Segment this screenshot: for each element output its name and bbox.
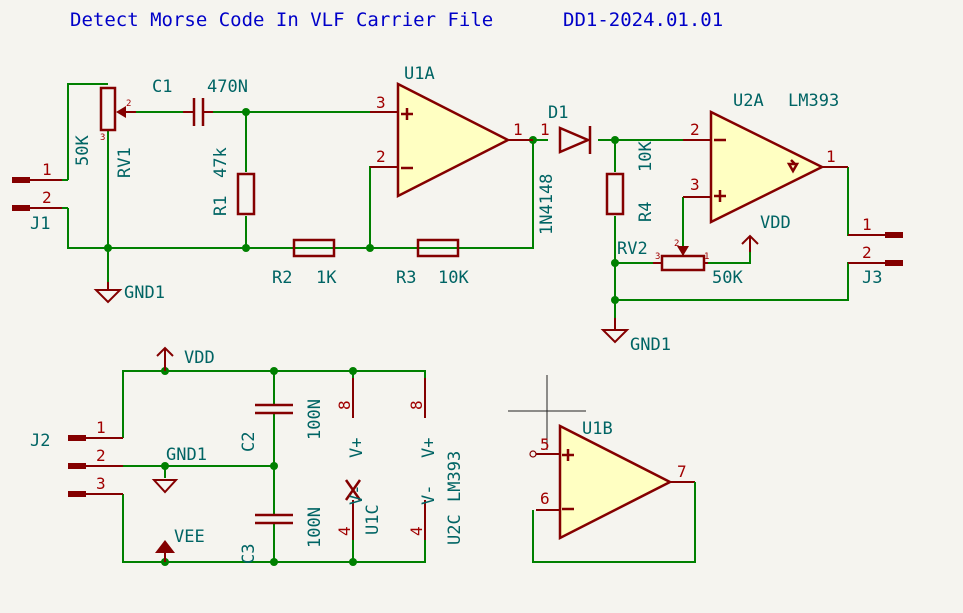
rv2-value: 50K xyxy=(712,268,743,288)
rv1-value: 50K xyxy=(73,135,93,166)
connector-j1[interactable]: 1 2 J1 xyxy=(12,160,62,234)
opamp-u1c-power[interactable]: 8 4 V+ V- U1C xyxy=(335,378,383,540)
u1c-ref: U1C xyxy=(363,504,383,535)
u2a-pin-2: 2 xyxy=(690,120,700,139)
u2c-value: LM393 xyxy=(445,451,465,502)
diode-d1[interactable]: D1 1 1N4148 xyxy=(537,103,592,235)
r4-ref: R4 xyxy=(636,202,656,222)
gnd-label-left: GND1 xyxy=(124,283,165,303)
power-vdd-symbol-top: VDD xyxy=(741,213,791,252)
u1a-pin-2: 2 xyxy=(376,147,386,166)
comparator-u2c-power[interactable]: 8 4 V+ V- U2C LM393 xyxy=(407,378,465,545)
potentiometer-rv1[interactable]: 2 3 50K RV1 xyxy=(73,86,136,178)
c2-ref: C2 xyxy=(239,432,259,452)
u1c-pin-8: 8 xyxy=(335,400,354,410)
u2c-ref: U2C xyxy=(445,514,465,545)
u2a-ref: U2A xyxy=(733,91,764,111)
resistor-r2[interactable]: R2 1K xyxy=(272,238,337,288)
j1-ref: J1 xyxy=(30,214,50,234)
junctions-top xyxy=(104,108,619,304)
rv1-pin-2: 2 xyxy=(126,99,131,109)
power-vdd-symbol-bottom: VDD xyxy=(156,346,215,371)
rv1-pin-3: 3 xyxy=(100,133,105,143)
capacitor-c1[interactable]: C1 470N xyxy=(152,77,248,126)
u1b-pin-6: 6 xyxy=(540,489,550,508)
r2-ref: R2 xyxy=(272,268,292,288)
gnd-symbol-bottom: GND1 xyxy=(151,445,207,494)
rv2-pin-1: 1 xyxy=(704,252,709,262)
c3-ref: C3 xyxy=(239,544,259,564)
j3-pin-1: 1 xyxy=(862,215,872,234)
u2c-pin-4: 4 xyxy=(407,526,426,536)
d1-value: 1N4148 xyxy=(537,174,557,235)
j3-ref: J3 xyxy=(862,268,882,288)
u1a-pin-3: 3 xyxy=(376,93,386,112)
r1-value: 47k xyxy=(211,147,231,178)
u2a-value: LM393 xyxy=(788,91,839,111)
j2-ref: J2 xyxy=(30,431,50,451)
j1-pin-1: 1 xyxy=(42,160,52,179)
u2c-vminus: V- xyxy=(419,485,439,505)
u1b-pin-5: 5 xyxy=(540,435,550,454)
vdd-label-bottom: VDD xyxy=(184,348,215,368)
sheet-doc-id: DD1-2024.01.01 xyxy=(563,9,723,31)
rv2-pin-3: 3 xyxy=(655,252,660,262)
rv2-ref: RV2 xyxy=(617,239,648,259)
u2c-vplus: V+ xyxy=(419,438,439,458)
potentiometer-rv2[interactable]: 2 3 1 RV2 50K xyxy=(617,239,743,288)
u2a-pin-1: 1 xyxy=(826,147,836,166)
junctions-bottom xyxy=(161,367,357,566)
capacitor-c3[interactable]: C3 100N xyxy=(239,507,325,564)
u1a-ref: U1A xyxy=(404,64,435,84)
j2-pin-3: 3 xyxy=(96,474,106,493)
u2a-pin-3: 3 xyxy=(690,175,700,194)
rv1-ref: RV1 xyxy=(115,147,135,178)
r4-value: 10K xyxy=(636,141,656,172)
d1-ref: D1 xyxy=(548,103,568,123)
u1b-pin-7: 7 xyxy=(677,462,687,481)
opamp-u1b[interactable]: 5 6 7 U1B xyxy=(529,419,696,563)
gnd-label-bottom: GND1 xyxy=(166,445,207,465)
j2-pin-2: 2 xyxy=(96,446,106,465)
gnd-symbol-right: GND1 xyxy=(600,318,671,355)
r3-ref: R3 xyxy=(396,268,416,288)
sheet-title: Detect Morse Code In VLF Carrier File xyxy=(70,9,493,31)
j3-pin-2: 2 xyxy=(862,243,872,262)
u1c-vplus: V+ xyxy=(347,438,367,458)
connector-j2[interactable]: 1 2 3 J2 xyxy=(30,418,123,497)
u1b-ref: U1B xyxy=(582,419,613,439)
comparator-u2a[interactable]: 2 3 1 U2A LM393 xyxy=(683,91,848,225)
gnd-label-right: GND1 xyxy=(630,335,671,355)
c1-ref: C1 xyxy=(152,77,172,97)
u1c-vminus: V- xyxy=(347,485,367,505)
connector-j3[interactable]: 1 2 J3 xyxy=(848,215,903,288)
c3-value: 100N xyxy=(305,507,325,548)
resistor-r4[interactable]: R4 10K xyxy=(605,141,656,222)
opamp-u1a[interactable]: 3 2 1 U1A xyxy=(370,64,533,199)
u1a-pin-1: 1 xyxy=(513,120,523,139)
vdd-label-top: VDD xyxy=(760,213,791,233)
c2-value: 100N xyxy=(305,399,325,440)
r1-ref: R1 xyxy=(211,196,231,216)
j2-pin-1: 1 xyxy=(96,418,106,437)
u2c-pin-8: 8 xyxy=(407,400,426,410)
gnd-symbol-left: GND1 xyxy=(93,282,165,304)
j1-pin-2: 2 xyxy=(42,188,52,207)
resistor-r3[interactable]: R3 10K xyxy=(396,238,469,288)
c1-value: 470N xyxy=(207,77,248,97)
crosshair-cursor xyxy=(508,375,586,450)
r2-value: 1K xyxy=(316,268,337,288)
power-vee-symbol: VEE xyxy=(155,527,205,562)
d1-pin-1: 1 xyxy=(540,120,550,139)
u1c-pin-4: 4 xyxy=(335,526,354,536)
rv2-pin-2: 2 xyxy=(674,239,679,249)
vee-label: VEE xyxy=(174,527,205,547)
r3-value: 10K xyxy=(438,268,469,288)
resistor-r1[interactable]: R1 47k xyxy=(211,147,256,216)
capacitor-c2[interactable]: C2 100N xyxy=(239,399,325,452)
